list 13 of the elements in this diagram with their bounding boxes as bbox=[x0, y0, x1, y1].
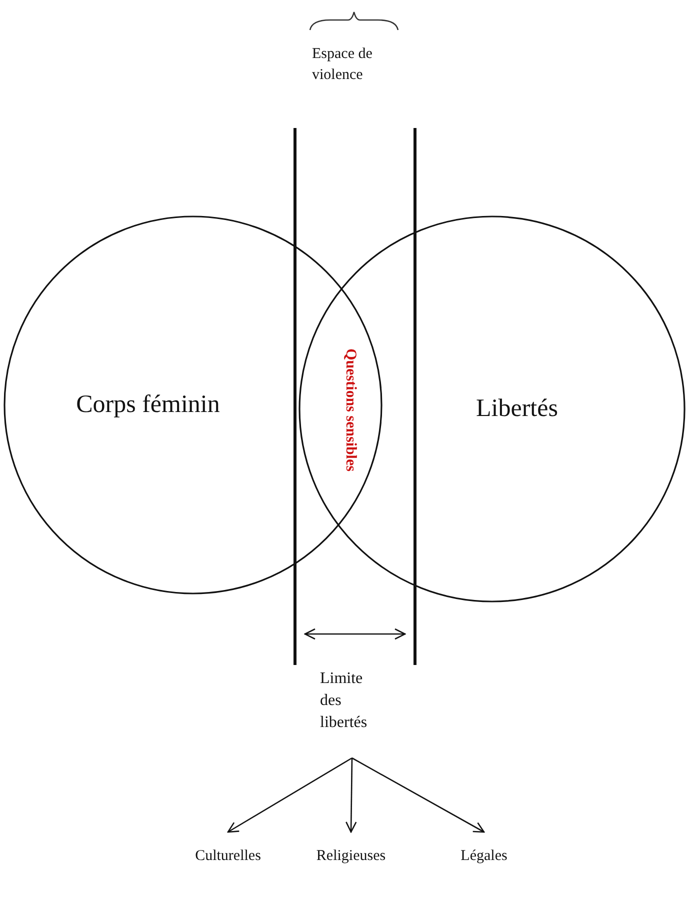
category-label: Légales bbox=[448, 846, 520, 870]
arrow bbox=[345, 758, 357, 833]
venn-circle bbox=[3, 215, 383, 595]
arrow bbox=[352, 757, 485, 833]
arrow bbox=[227, 757, 352, 833]
bracket-label: Espace de violence bbox=[312, 45, 374, 85]
circle-label: Libertés bbox=[476, 395, 558, 423]
category-label: Culturelles bbox=[188, 846, 268, 870]
overlap-label: Questions sensibles bbox=[342, 348, 358, 472]
circle-label: Corps féminin bbox=[76, 391, 220, 419]
category-label: Religieuses bbox=[305, 846, 397, 870]
category-heading: Limite des libertés bbox=[320, 668, 382, 758]
venn-circle bbox=[298, 215, 686, 603]
